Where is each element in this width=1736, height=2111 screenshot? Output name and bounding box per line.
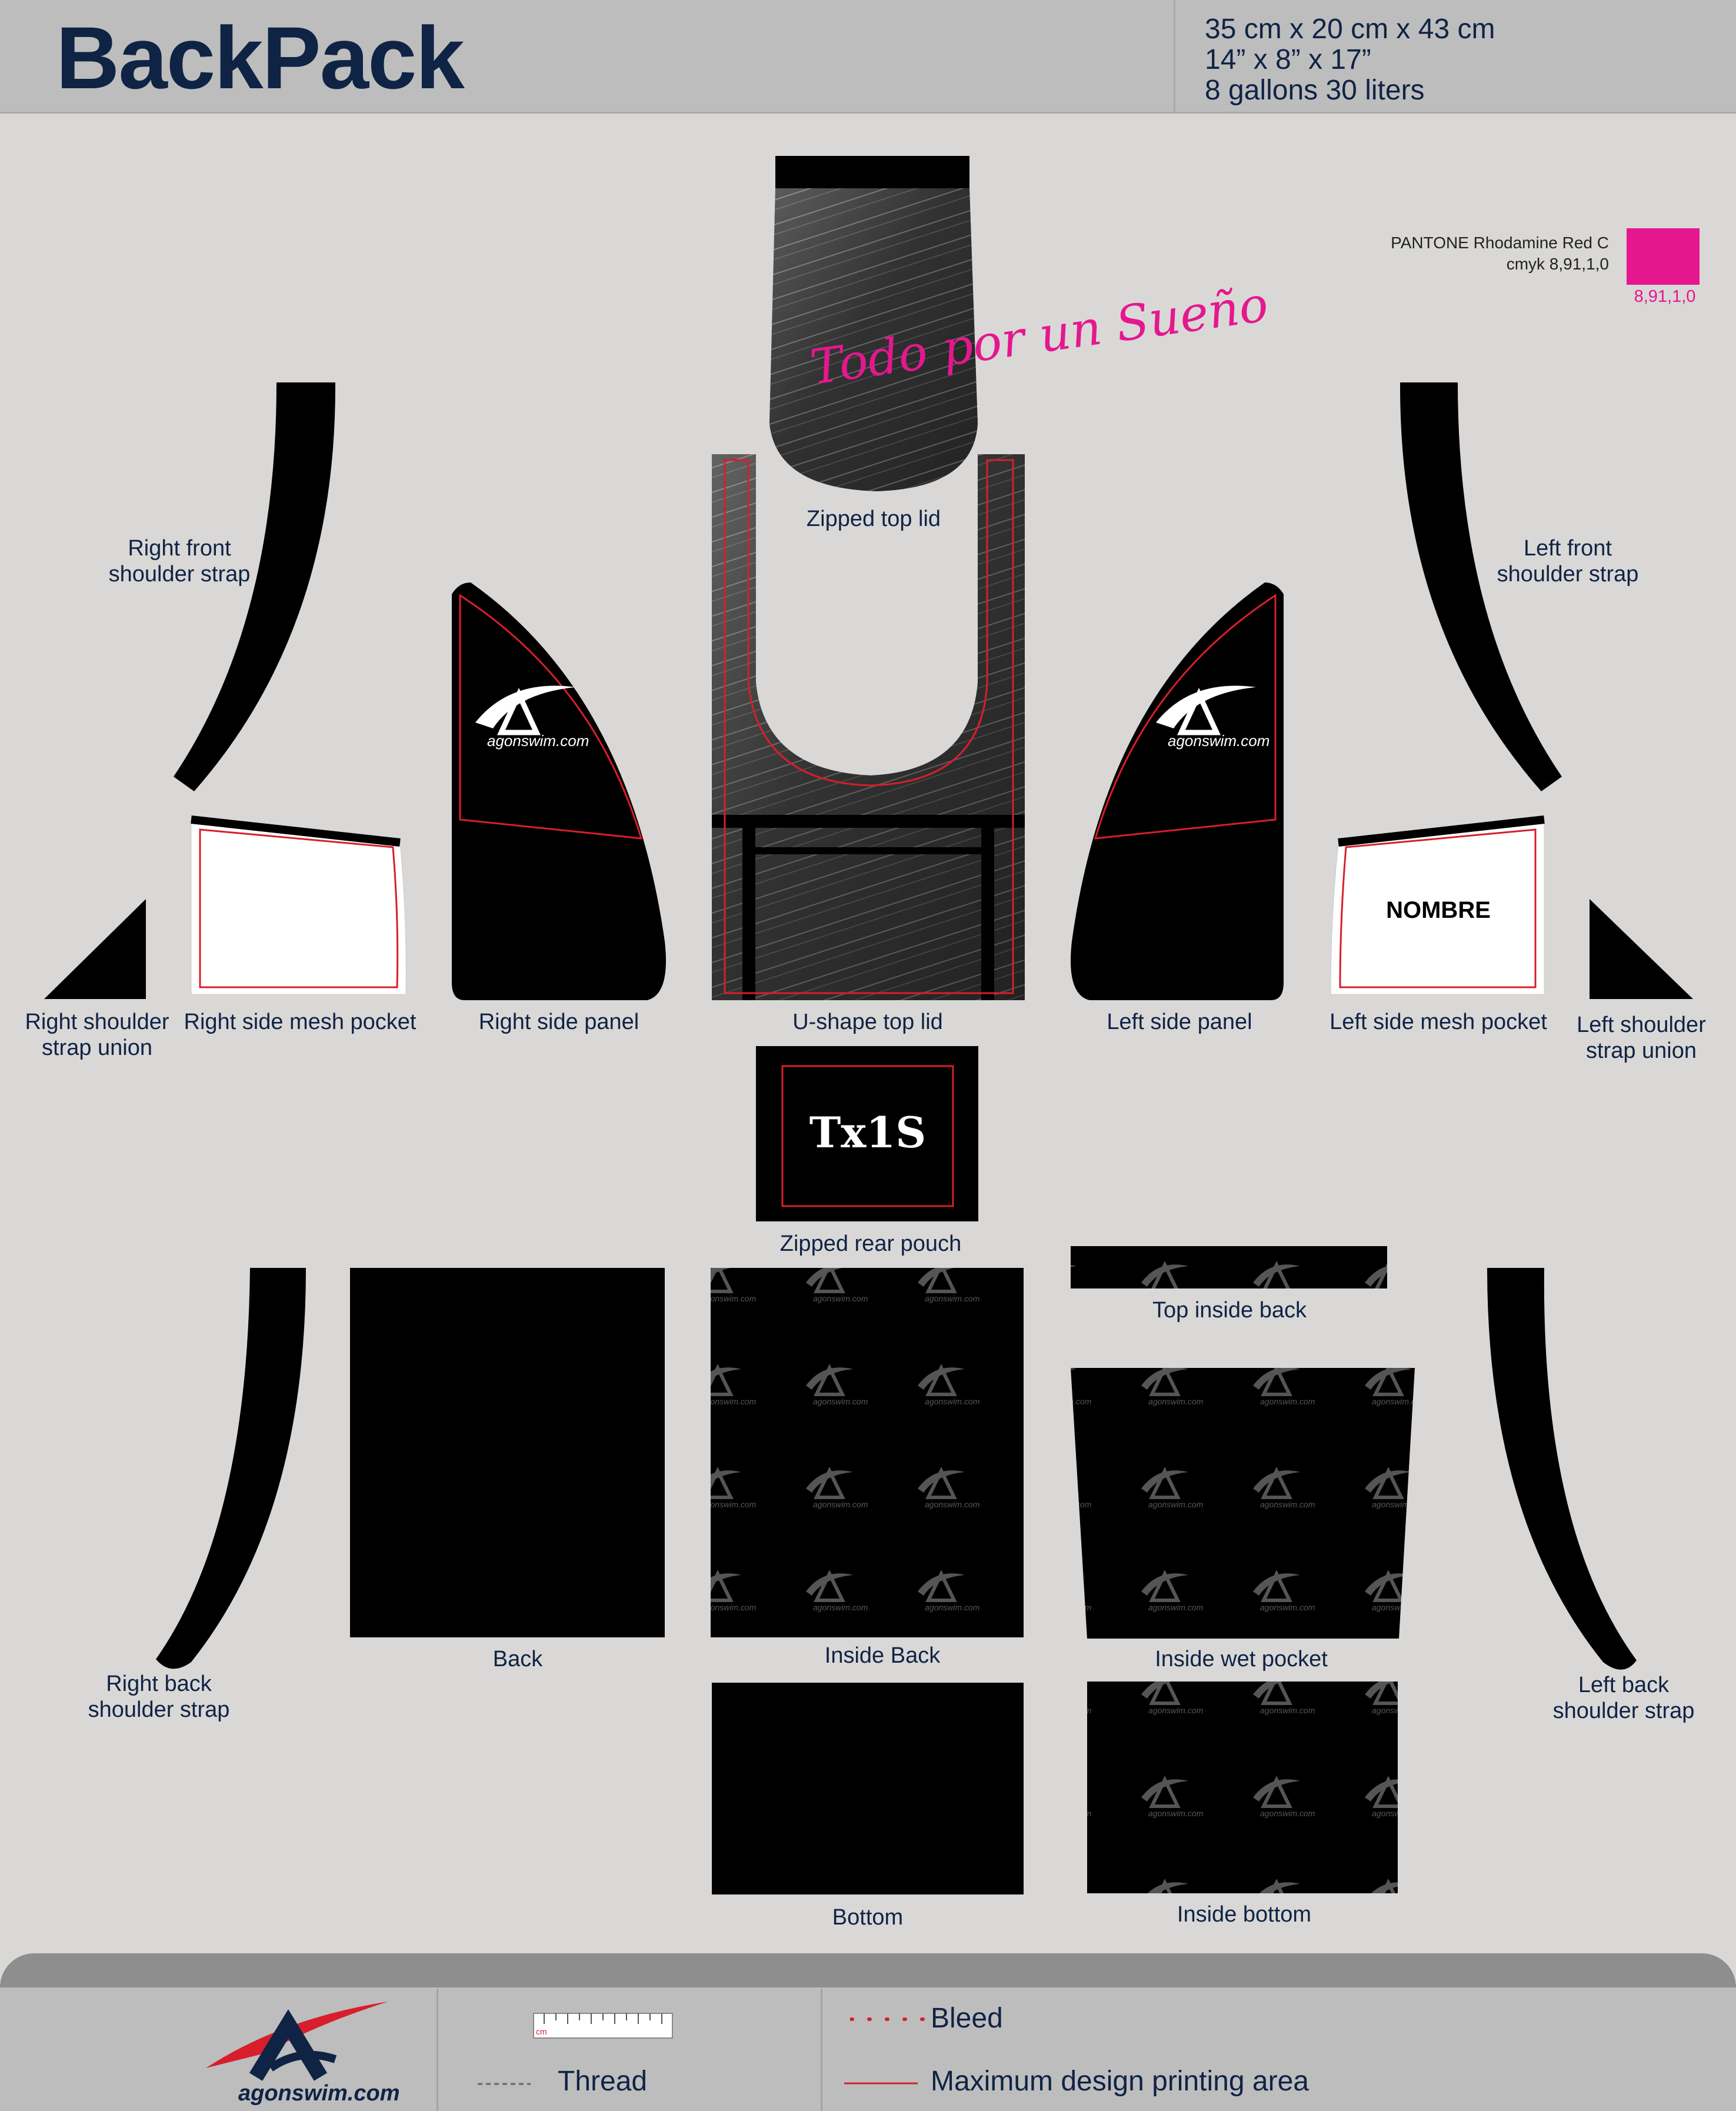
label-bottom: Bottom <box>832 1905 904 1930</box>
ruler-label: cm <box>536 2027 547 2036</box>
brand-text: agonswim.com <box>1168 732 1269 750</box>
zipped-rear-pouch-piece: Tx1S <box>756 1046 978 1221</box>
spec-capacity: 8 gallons 30 liters <box>1205 75 1425 106</box>
zipped-top-lid-piece: Todo por un Sueño <box>769 156 1271 491</box>
inside-wet-pocket-piece <box>1071 1368 1415 1639</box>
label-right-side-panel: Right side panel <box>478 1010 639 1034</box>
label-inside-back: Inside Back <box>824 1643 941 1668</box>
left-side-panel-piece: agonswim.com <box>1071 582 1284 1000</box>
label-right-mesh-pocket: Right side mesh pocket <box>184 1010 416 1034</box>
pantone-name: PANTONE Rhodamine Red C <box>1391 234 1609 252</box>
header-divider <box>1174 0 1175 112</box>
max-print-line-icon <box>844 2082 918 2085</box>
bleed-line-icon <box>850 2017 927 2021</box>
label-right-back-strap: Right back shoulder strap <box>88 1672 230 1722</box>
right-back-strap-piece <box>156 1268 306 1669</box>
mesh-pocket-name: NOMBRE <box>1386 897 1491 923</box>
label-left-strap-union: Left shoulder strap union <box>1577 1013 1706 1063</box>
legend-max-print: Maximum design printing area <box>931 2066 1309 2097</box>
spec-dimensions-in: 14” x 8” x 17” <box>1205 44 1371 75</box>
spec-dimensions-cm: 35 cm x 20 cm x 43 cm <box>1205 14 1495 45</box>
label-u-shape-top-lid: U-shape top lid <box>792 1010 943 1034</box>
logo-text: agonswim.com <box>238 2081 400 2106</box>
top-inside-back-piece <box>1071 1246 1387 1288</box>
inside-bottom-piece <box>1087 1682 1398 1893</box>
header-bar: BackPack 35 cm x 20 cm x 43 cm 14” x 8” … <box>0 0 1736 114</box>
legend-bleed: Bleed <box>931 2003 1003 2034</box>
pantone-cmyk: cmyk 8,91,1,0 <box>1506 255 1609 273</box>
u-shape-top-lid-piece <box>712 454 1025 1000</box>
bottom-piece <box>712 1683 1024 1894</box>
brand-text: agonswim.com <box>487 732 589 750</box>
inside-back-piece <box>711 1268 1024 1637</box>
color-swatch <box>1627 228 1700 285</box>
right-side-panel-piece: agonswim.com <box>452 582 666 1000</box>
label-inside-wet-pocket: Inside wet pocket <box>1155 1647 1328 1672</box>
left-back-strap-piece <box>1487 1268 1637 1670</box>
legend-thread: Thread <box>558 2066 648 2097</box>
label-right-strap-union: Right shoulder strap union <box>25 1010 169 1060</box>
label-zipped-rear-pouch: Zipped rear pouch <box>779 1231 962 1256</box>
right-front-strap-piece <box>174 382 336 791</box>
product-specs: 35 cm x 20 cm x 43 cm 14” x 8” x 17” 8 g… <box>1205 14 1495 106</box>
page-title: BackPack <box>56 8 465 107</box>
label-left-mesh-pocket: Left side mesh pocket <box>1330 1010 1547 1034</box>
footer-divider <box>437 1989 438 2111</box>
right-strap-union-piece <box>44 899 146 999</box>
right-mesh-pocket-piece <box>191 815 406 995</box>
label-left-side-panel: Left side panel <box>1107 1010 1252 1034</box>
left-front-strap-piece <box>1400 382 1562 791</box>
label-top-inside-back: Top inside back <box>1152 1298 1307 1323</box>
pantone-reference: PANTONE Rhodamine Red C cmyk 8,91,1,0 <box>1341 232 1609 275</box>
footer-divider <box>821 1989 822 2111</box>
rear-pouch-text: Tx1S <box>809 1107 927 1157</box>
ruler-icon: cm <box>533 2013 673 2039</box>
label-back: Back <box>492 1647 543 1672</box>
label-right-front-strap: Right front shoulder strap <box>108 536 251 587</box>
agonswim-logo: agonswim.com <box>206 2002 400 2106</box>
left-mesh-pocket-piece: NOMBRE <box>1330 815 1545 995</box>
label-inside-bottom: Inside bottom <box>1177 1902 1312 1927</box>
thread-line-icon <box>478 2083 531 2085</box>
label-zipped-top-lid: Zipped top lid <box>806 507 941 531</box>
label-left-back-strap: Left back shoulder strap <box>1552 1673 1695 1723</box>
back-piece <box>350 1268 665 1637</box>
swatch-label: 8,91,1,0 <box>1634 287 1696 306</box>
left-strap-union-piece <box>1590 899 1693 999</box>
label-left-front-strap: Left front shoulder strap <box>1497 536 1639 587</box>
